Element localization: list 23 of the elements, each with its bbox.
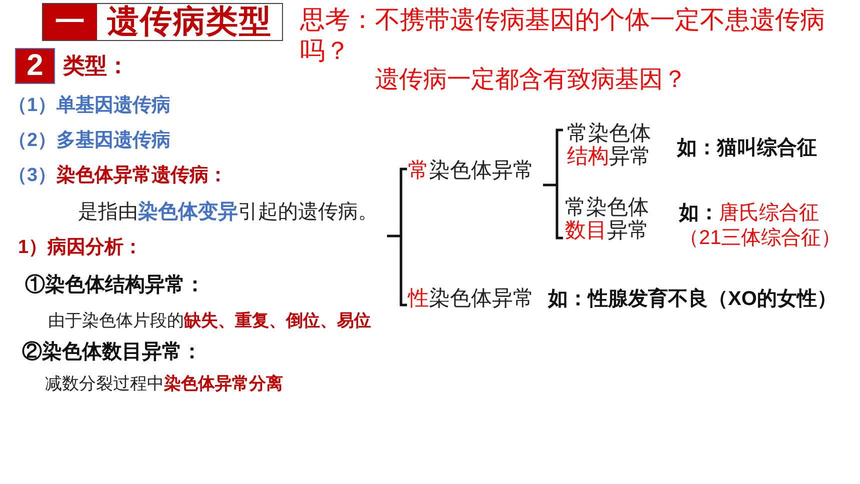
section-title: 遗传病类型 <box>106 4 273 40</box>
subheading: 1）病因分析： <box>18 236 143 260</box>
category-label: 常染色体结构异常 <box>567 122 652 168</box>
list-item: （1）单基因遗传病 <box>8 94 171 118</box>
question-text: 思考：不携带遗传病基因的个体一定不患遗传病吗？ <box>300 6 826 66</box>
category-label: 常染色体异常 <box>408 158 534 184</box>
example-text: 如：性腺发育不良（XO的女性） <box>548 287 837 312</box>
list-item: （3）染色体异常遗传病： <box>8 164 228 188</box>
example-text: 如：猫叫综合征 <box>677 136 817 161</box>
category-label: 性染色体异常 <box>408 286 534 312</box>
list-item: （2）多基因遗传病 <box>8 129 171 153</box>
number-badge: 2 <box>15 48 55 84</box>
explanation-text: 减数分裂过程中染色体异常分离 <box>45 373 283 395</box>
subheading: ①染色体结构异常： <box>25 272 205 298</box>
subheading: ②染色体数目异常： <box>22 340 202 365</box>
definition-text: 是指由染色体变异引起的遗传病。 <box>78 200 378 225</box>
section-heading: 类型： <box>63 52 129 80</box>
example-text: 如：唐氏综合征（21三体综合征） <box>679 201 842 251</box>
question-text: 遗传病一定都含有致病基因？ <box>375 66 687 94</box>
explanation-text: 由于染色体片段的缺失、重复、倒位、易位 <box>48 310 371 332</box>
title-bar <box>42 3 283 41</box>
section-number-badge: 一 <box>43 4 97 40</box>
category-label: 常染色体数目异常 <box>565 196 650 242</box>
